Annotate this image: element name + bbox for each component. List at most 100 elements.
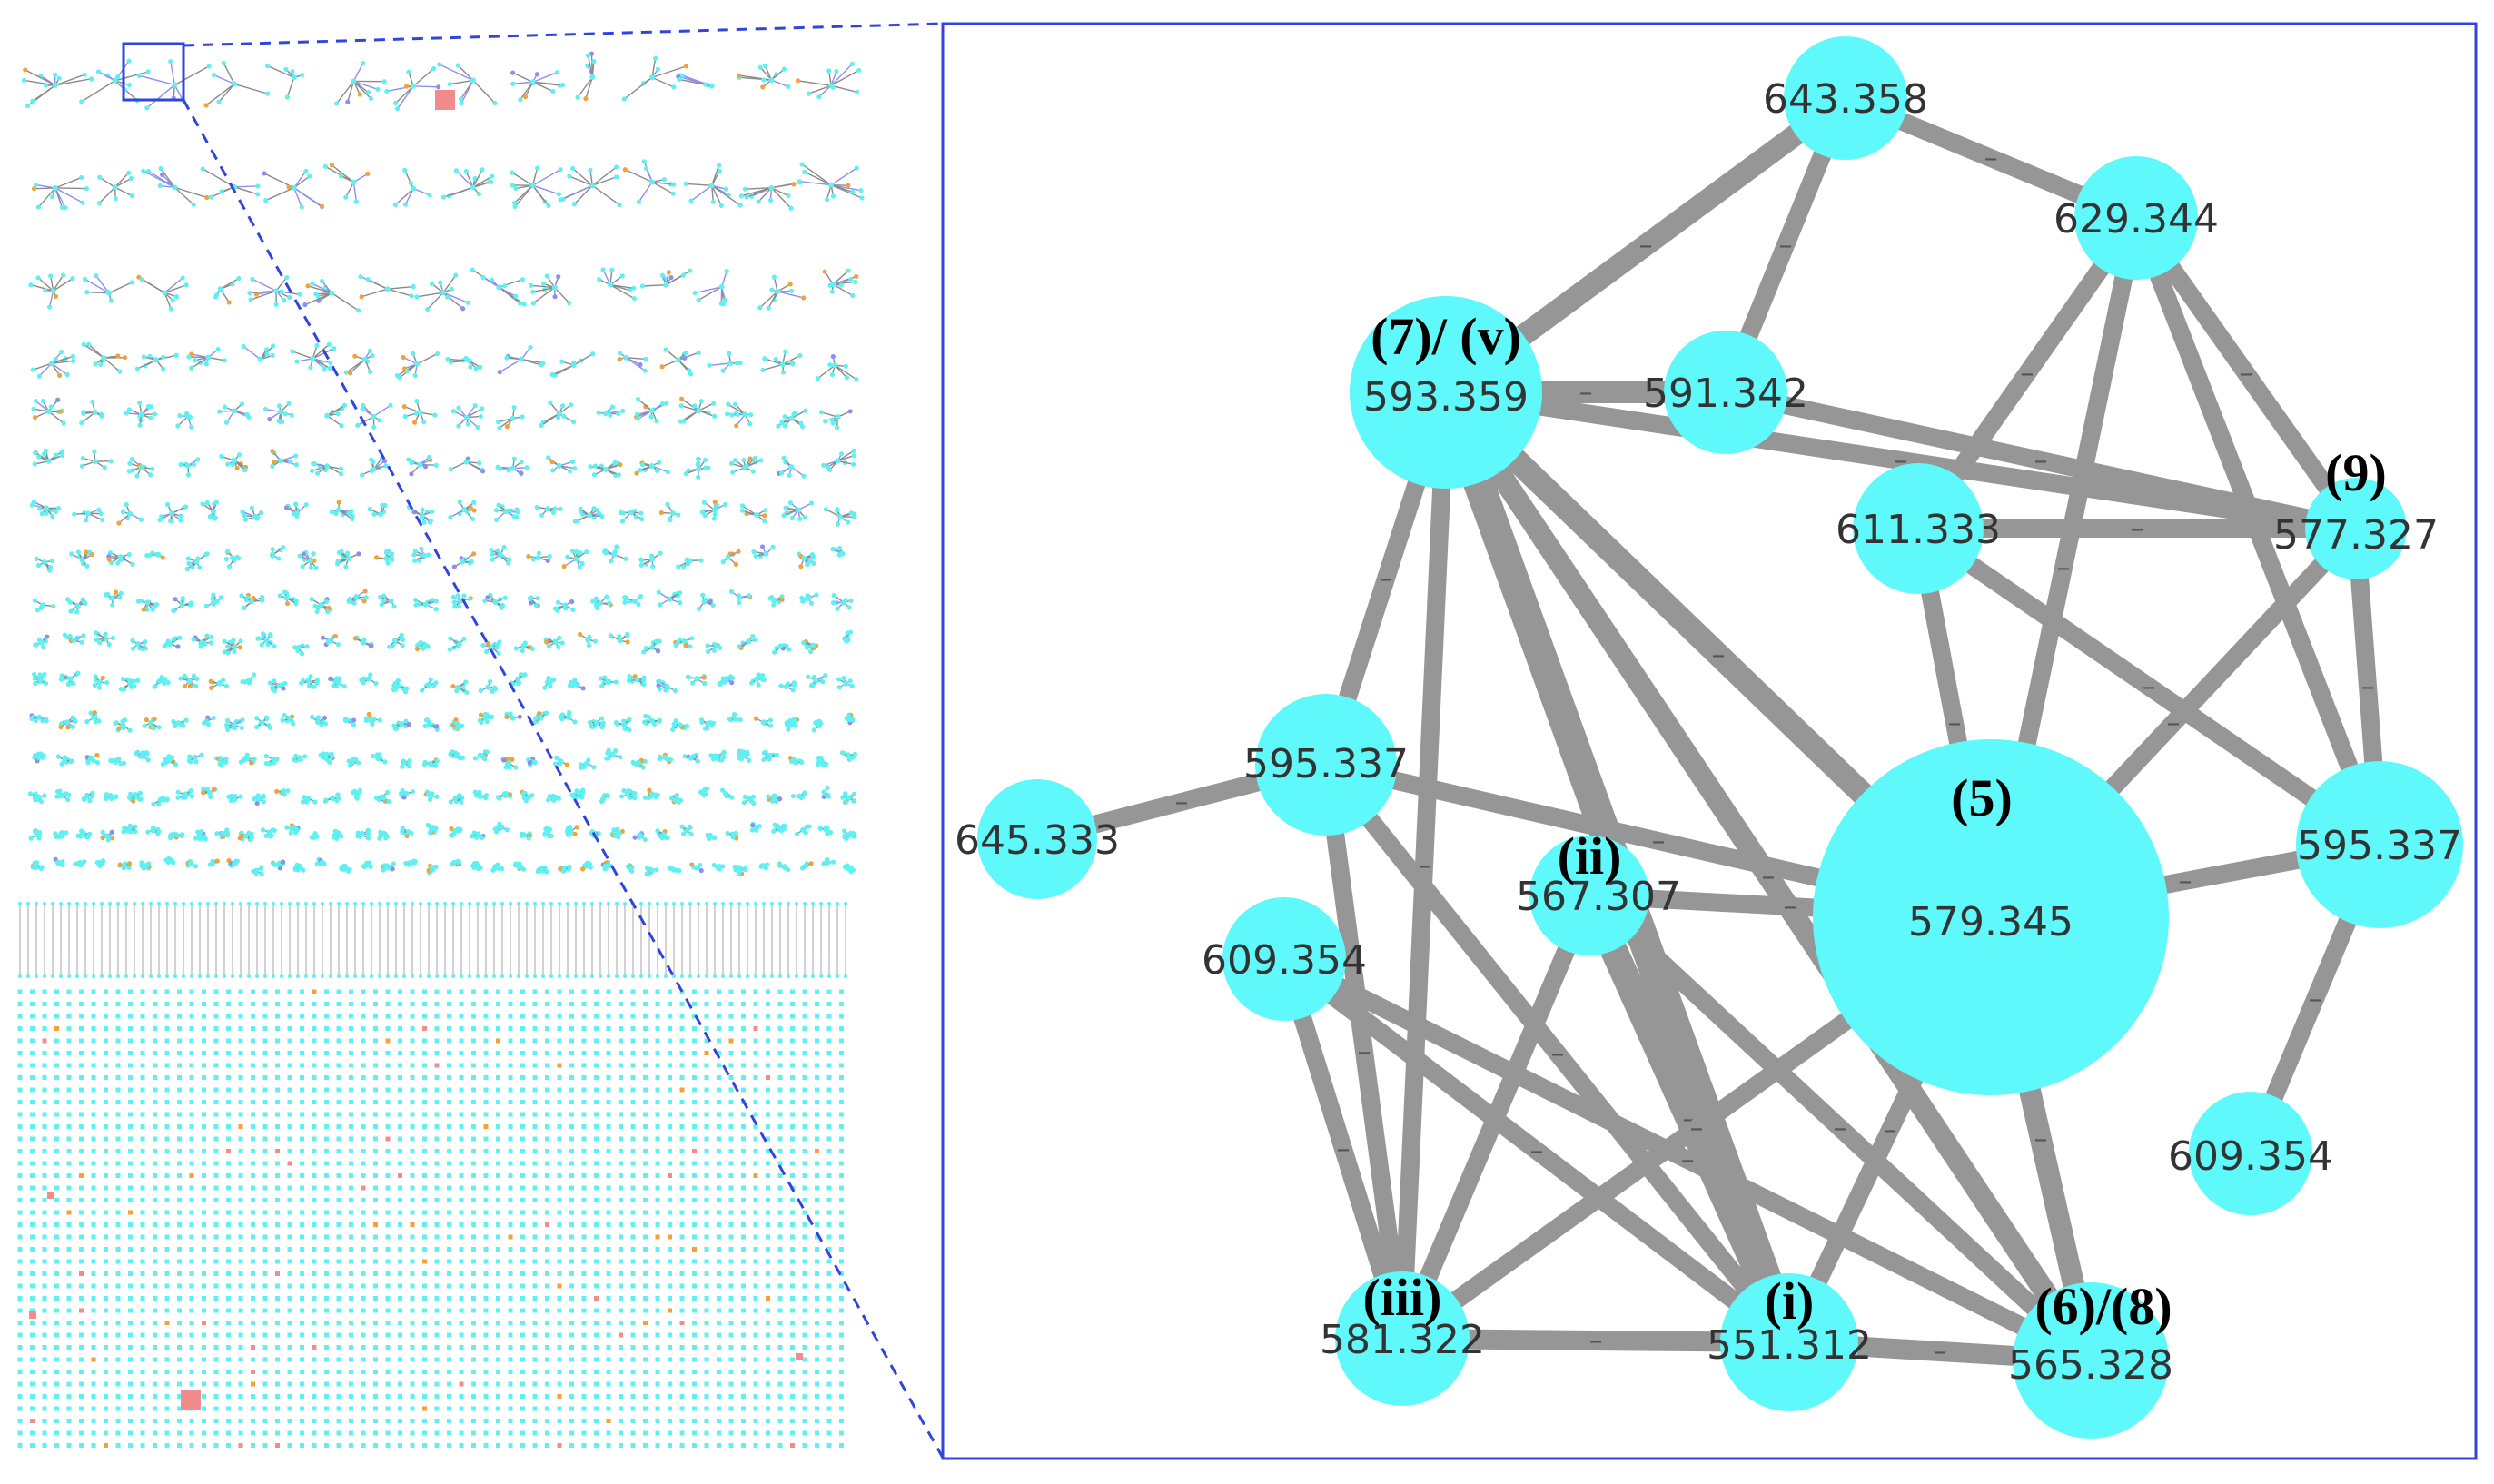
overview-node xyxy=(94,273,99,279)
overview-node xyxy=(718,203,724,208)
overview-node xyxy=(72,511,77,517)
overview-edge xyxy=(439,64,474,82)
overview-edge xyxy=(771,187,789,197)
overview-node xyxy=(539,512,545,518)
overview-edge xyxy=(762,363,783,371)
overview-node xyxy=(463,414,470,420)
overview-node xyxy=(688,755,695,761)
overview-node xyxy=(813,678,819,684)
overview-node xyxy=(739,508,746,513)
overview-node xyxy=(159,514,164,519)
overview-node xyxy=(222,649,227,655)
overview-node xyxy=(440,290,446,296)
overview-node xyxy=(136,73,143,78)
overview-node xyxy=(421,420,427,425)
overview-node xyxy=(845,519,851,525)
overview-node xyxy=(696,408,702,414)
overview-node xyxy=(213,599,220,605)
overview-node xyxy=(519,460,524,465)
overview-node xyxy=(697,606,702,612)
overview-node xyxy=(433,462,439,468)
overview-edge xyxy=(24,79,55,86)
overview-node xyxy=(428,793,434,799)
overview-node xyxy=(59,673,64,678)
overview-node xyxy=(242,467,248,473)
overview-node xyxy=(249,505,254,510)
overview-edge xyxy=(651,58,657,78)
overview-node xyxy=(425,682,431,688)
overview-node xyxy=(297,292,302,297)
overview-node xyxy=(502,282,508,289)
overview-node xyxy=(116,520,122,526)
overview-node xyxy=(371,413,377,420)
overview-node xyxy=(222,404,228,410)
overview-node xyxy=(31,406,36,411)
overview-edge xyxy=(98,186,116,204)
overview-node xyxy=(236,275,242,282)
overview-node xyxy=(57,409,64,414)
overview-node xyxy=(411,283,416,290)
overview-node xyxy=(447,82,452,87)
overview-edge xyxy=(86,291,110,294)
overview-node xyxy=(87,798,93,804)
overview-node xyxy=(280,717,285,723)
overview-node xyxy=(649,644,655,650)
overview-edge xyxy=(625,169,653,183)
overview-node xyxy=(25,103,31,109)
overview-node xyxy=(511,456,517,461)
overview-node xyxy=(556,274,561,280)
overview-node xyxy=(54,794,60,799)
overview-node xyxy=(789,361,796,366)
overview-edge xyxy=(54,176,82,189)
overview-node xyxy=(506,560,511,566)
overview-node xyxy=(849,683,855,688)
overview-edge xyxy=(830,167,857,186)
overview-node xyxy=(436,84,441,90)
overview-node xyxy=(649,791,655,797)
overview-node xyxy=(803,408,808,413)
overview-node xyxy=(120,677,126,682)
overview-node xyxy=(152,717,157,722)
overview-node xyxy=(30,367,35,372)
overview-node xyxy=(585,637,591,643)
overview-node xyxy=(840,599,846,606)
overview-node xyxy=(32,461,37,467)
overview-node xyxy=(404,84,410,89)
overview-node xyxy=(314,608,320,615)
overview-node xyxy=(859,195,865,201)
overview-node xyxy=(636,416,641,421)
overview-node xyxy=(535,596,540,601)
overview-node xyxy=(200,790,206,796)
overview-node xyxy=(255,192,261,197)
overview-node xyxy=(355,308,361,313)
overview-node xyxy=(791,411,797,417)
overview-edge xyxy=(767,291,778,309)
overview-edge xyxy=(136,359,157,370)
overview-node xyxy=(625,633,630,638)
overview-edge xyxy=(312,358,332,364)
overview-node xyxy=(728,460,735,466)
overview-node xyxy=(267,761,272,767)
overview-node xyxy=(671,182,677,187)
overview-edge xyxy=(832,270,849,285)
overview-node xyxy=(65,725,71,730)
overview-node xyxy=(200,166,205,172)
overview-edge xyxy=(531,167,539,186)
overview-edge xyxy=(353,80,369,94)
overview-node xyxy=(531,759,538,766)
overview-node xyxy=(550,88,556,94)
overview-node xyxy=(783,683,789,689)
overview-node xyxy=(828,83,835,89)
overview-edge xyxy=(173,65,210,86)
overview-node xyxy=(322,366,327,371)
overview-node xyxy=(760,84,766,90)
overview-node xyxy=(178,461,183,468)
overview-node xyxy=(449,286,454,292)
overview-node xyxy=(558,167,563,173)
overview-node xyxy=(678,600,683,606)
overview-node xyxy=(421,552,428,559)
overview-node xyxy=(134,473,140,479)
overview-node xyxy=(529,183,536,189)
overview-node xyxy=(574,549,579,555)
overview-node xyxy=(208,678,213,684)
